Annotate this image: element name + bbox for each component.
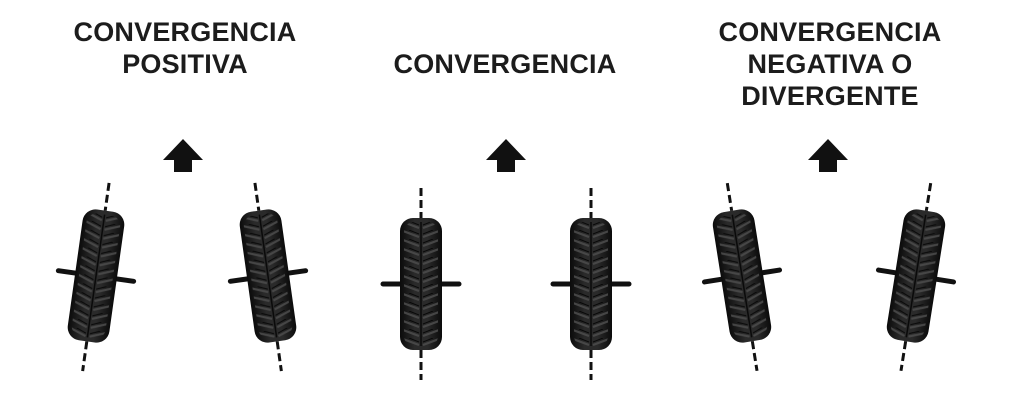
- tire-icon: [227, 182, 309, 372]
- tire-icon: [55, 182, 137, 372]
- wheels-illustration: [701, 139, 957, 372]
- diagram-convergencia-neutral: CONVERGENCIA: [340, 0, 670, 400]
- title-line: NEGATIVA O: [747, 49, 913, 79]
- tire-icon: [380, 188, 462, 380]
- tire-icon: [701, 182, 783, 372]
- title-line: CONVERGENCIA: [73, 17, 297, 47]
- tire-icon: [875, 182, 957, 372]
- diagram-convergencia-positiva: CONVERGENCIA POSITIVA: [20, 0, 350, 400]
- wheels-illustration: [380, 139, 632, 380]
- diagram-title: CONVERGENCIA NEGATIVA O DIVERGENTE: [660, 16, 1000, 112]
- title-line: CONVERGENCIA: [718, 17, 942, 47]
- diagram-title: CONVERGENCIA: [340, 16, 670, 80]
- title-line: POSITIVA: [122, 49, 248, 79]
- up-arrow-icon: [486, 139, 526, 172]
- up-arrow-icon: [808, 139, 848, 172]
- tire-icon: [550, 188, 632, 380]
- diagram-title: CONVERGENCIA POSITIVA: [20, 16, 350, 80]
- title-line: DIVERGENTE: [741, 81, 919, 111]
- diagram-convergencia-negativa: CONVERGENCIA NEGATIVA O DIVERGENTE: [660, 0, 1000, 400]
- wheels-illustration: [55, 139, 309, 372]
- up-arrow-icon: [163, 139, 203, 172]
- title-line: CONVERGENCIA: [393, 49, 617, 79]
